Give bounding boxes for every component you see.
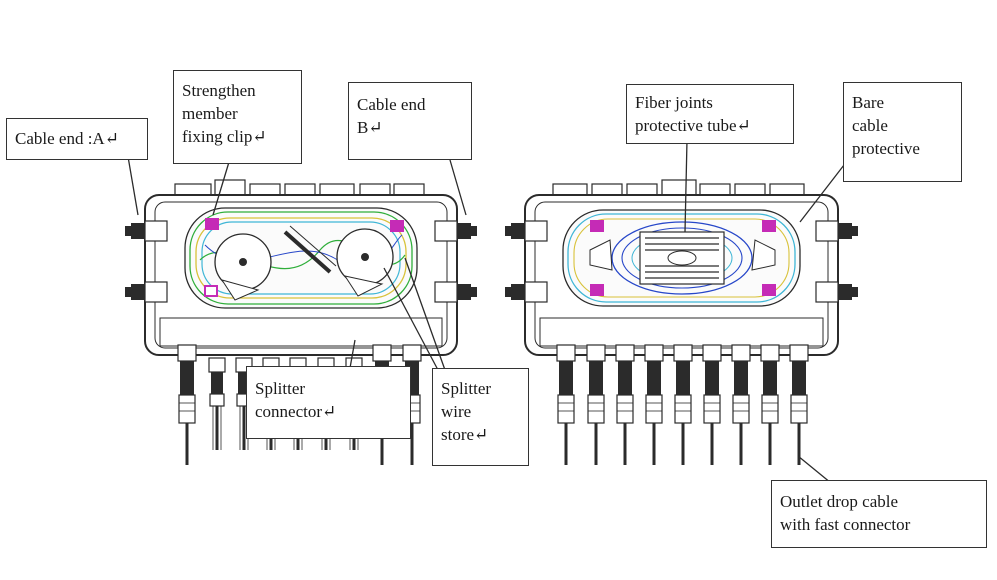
label-cable-end-a: Cable end :A↵ [6, 118, 148, 160]
left-unit [124, 179, 478, 467]
label-splitter-wire-store: Splitter wire store↵ [432, 368, 529, 466]
label-splitter-connector: Splitter connector↵ [246, 366, 411, 439]
label-fiber-joints-protective-tube: Fiber joints protective tube↵ [626, 84, 794, 144]
right-unit [504, 179, 859, 467]
label-bare-cable-protective: Bare cable protective [843, 82, 962, 182]
label-strengthen-member-fixing-clip: Strengthen member fixing clip↵ [173, 70, 302, 164]
label-outlet-drop-cable: Outlet drop cable with fast connector [771, 480, 987, 548]
label-cable-end-b: Cable end B↵ [348, 82, 472, 160]
